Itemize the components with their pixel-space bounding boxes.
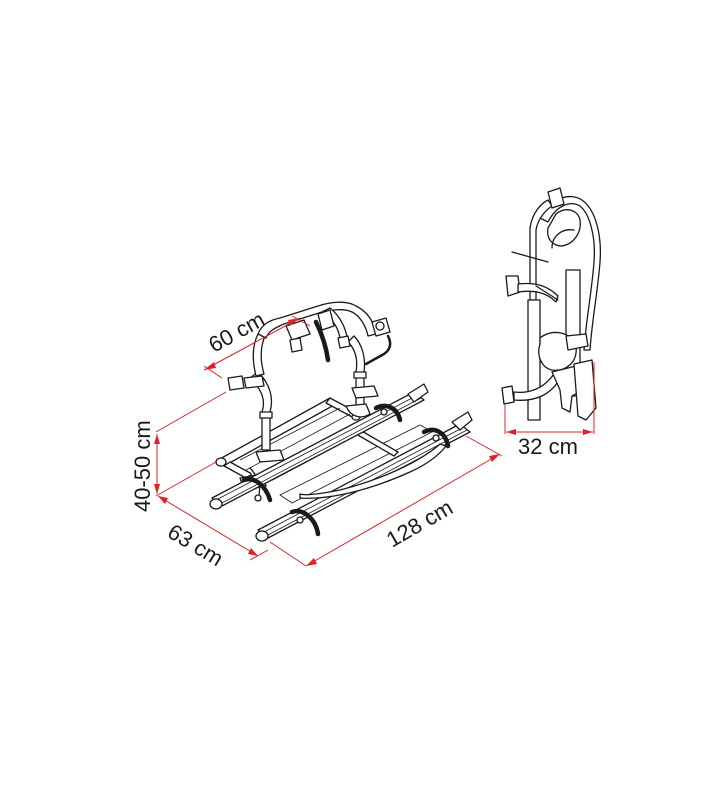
label-height: 40-50 cm bbox=[130, 420, 155, 512]
label-side-depth: 32 cm bbox=[518, 434, 578, 459]
wheel-straps bbox=[241, 403, 451, 537]
right-upright-arm bbox=[345, 335, 379, 418]
rack-isometric-drawing bbox=[209, 301, 473, 542]
label-depth: 63 cm bbox=[163, 519, 227, 571]
dimension-height: 40-50 cm bbox=[130, 391, 227, 512]
wheel-rail-front bbox=[255, 411, 473, 542]
wheel-rail-rear bbox=[209, 383, 429, 510]
left-upright-arm bbox=[227, 333, 285, 499]
label-length: 128 cm bbox=[382, 495, 457, 553]
rack-side-view-drawing bbox=[501, 187, 602, 421]
dimension-side-depth: 32 cm bbox=[504, 362, 595, 459]
top-arch-bar bbox=[257, 301, 392, 366]
